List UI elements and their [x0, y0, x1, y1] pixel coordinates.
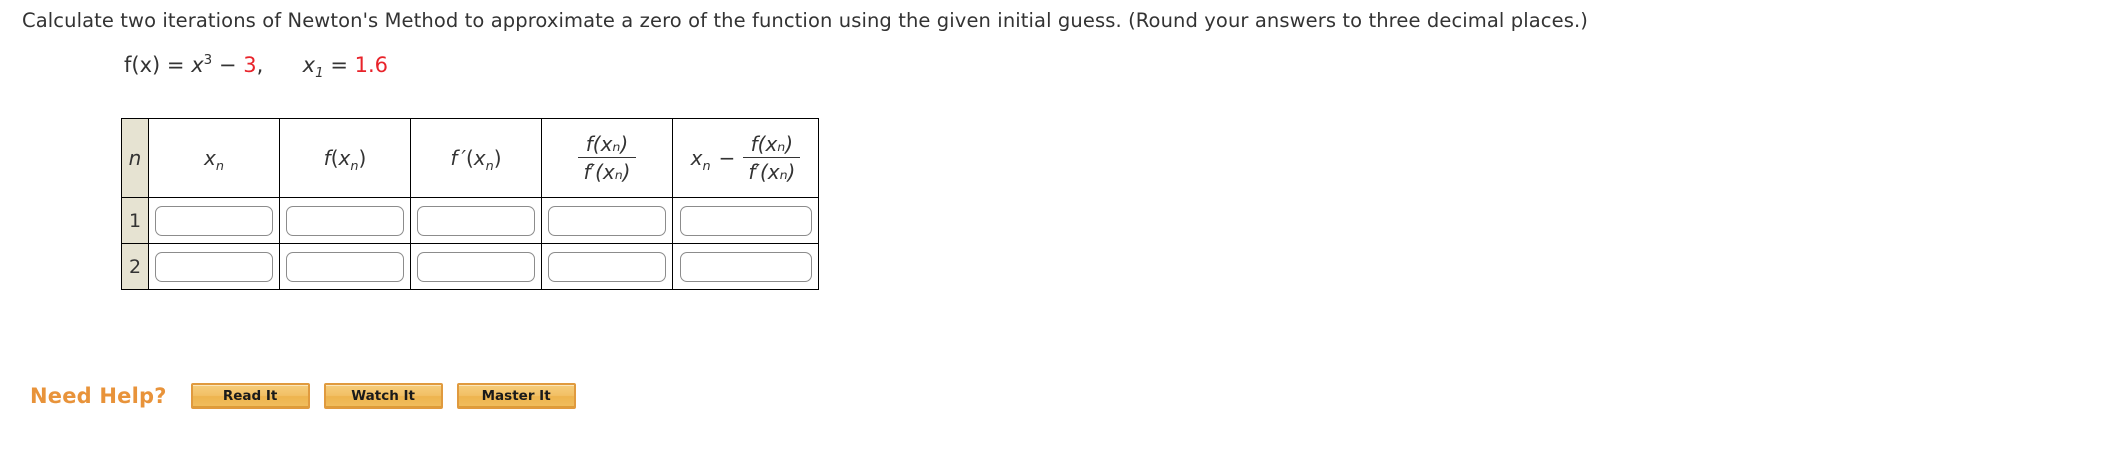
- constant-term: 3: [243, 53, 257, 77]
- header-n-label: n: [128, 146, 142, 170]
- header-fprime-xn: f ′(xn): [410, 118, 542, 198]
- input-row1-xn[interactable]: [155, 205, 273, 236]
- table-row: 1: [121, 197, 819, 244]
- comma: ,: [256, 53, 264, 77]
- table-row: 2: [121, 243, 819, 290]
- header-fraction-expr: f(xₙ) f′(xₙ): [578, 132, 636, 185]
- need-help-bar: Need Help? Read It Watch It Master It: [30, 383, 590, 409]
- header-n: n: [121, 118, 149, 198]
- row-index-2: 2: [121, 243, 149, 290]
- input-row1-fxn[interactable]: [286, 205, 404, 236]
- function-label: f(x): [124, 53, 161, 77]
- input-row1-fraction[interactable]: [548, 205, 666, 236]
- cell-row2-fxn: [279, 243, 411, 290]
- input-row1-xn-minus-fraction[interactable]: [679, 205, 812, 236]
- input-row2-xn[interactable]: [155, 251, 273, 282]
- row-index-1: 1: [121, 197, 149, 244]
- input-row2-fprime-xn[interactable]: [417, 251, 535, 282]
- equals-sign-2: =: [330, 53, 348, 77]
- equals-sign: =: [166, 53, 185, 77]
- input-row2-xn-minus-fraction[interactable]: [679, 251, 812, 282]
- header-fraction: f(xₙ) f′(xₙ): [541, 118, 673, 198]
- input-row2-fraction[interactable]: [548, 251, 666, 282]
- master-it-button[interactable]: Master It: [456, 383, 576, 409]
- cell-row1-fprime-xn: [410, 197, 542, 244]
- minus-sign: −: [218, 53, 237, 77]
- initial-guess-value: 1.6: [354, 53, 389, 77]
- fraction-denominator: f′(xₙ): [583, 160, 631, 184]
- initial-variable-subscript: 1: [315, 66, 324, 82]
- lead-variable: xn: [690, 146, 711, 174]
- function-definition: f(x) = x3 − 3, x1 = 1.6: [124, 50, 388, 80]
- cell-row2-fprime-xn: [410, 243, 542, 290]
- header-xn-minus-fraction: xn − f(xₙ) f′(xₙ): [672, 118, 819, 198]
- input-row1-fprime-xn[interactable]: [417, 205, 535, 236]
- initial-variable: x: [302, 53, 316, 77]
- fraction-numerator: f(xₙ): [578, 132, 636, 158]
- cell-row2-xn: [148, 243, 280, 290]
- header-fxn-label: f(xn): [323, 146, 367, 174]
- cell-row1-fxn: [279, 197, 411, 244]
- fraction-denominator-2: f′(xₙ): [748, 160, 796, 184]
- header-fraction-expr-2: f(xₙ) f′(xₙ): [743, 132, 801, 185]
- need-help-label: Need Help?: [30, 384, 167, 408]
- cell-row1-xn: [148, 197, 280, 244]
- cell-row2-fraction: [541, 243, 673, 290]
- header-xn-minus-fraction-expr: xn − f(xₙ) f′(xₙ): [691, 132, 801, 185]
- table-header-row: n xn f(xn) f ′(xn) f(xₙ) f′(xₙ): [121, 118, 819, 198]
- header-fxn: f(xn): [279, 118, 411, 198]
- input-row2-fxn[interactable]: [286, 251, 404, 282]
- newtons-method-table: n xn f(xn) f ′(xn) f(xₙ) f′(xₙ): [121, 118, 819, 290]
- cell-row1-fraction: [541, 197, 673, 244]
- watch-it-button[interactable]: Watch It: [323, 383, 443, 409]
- header-fprime-xn-label: f ′(xn): [450, 146, 502, 174]
- subtraction-operator: −: [718, 146, 736, 170]
- header-xn-label: xn: [204, 146, 224, 174]
- cell-row1-xn-minus-fraction: [672, 197, 819, 244]
- header-xn: xn: [148, 118, 280, 198]
- cell-row2-xn-minus-fraction: [672, 243, 819, 290]
- fraction-numerator-2: f(xₙ): [743, 132, 801, 158]
- variable-x: x: [191, 53, 204, 77]
- read-it-button[interactable]: Read It: [190, 383, 310, 409]
- exponent-3: 3: [203, 53, 213, 68]
- question-prompt: Calculate two iterations of Newton's Met…: [22, 9, 1588, 32]
